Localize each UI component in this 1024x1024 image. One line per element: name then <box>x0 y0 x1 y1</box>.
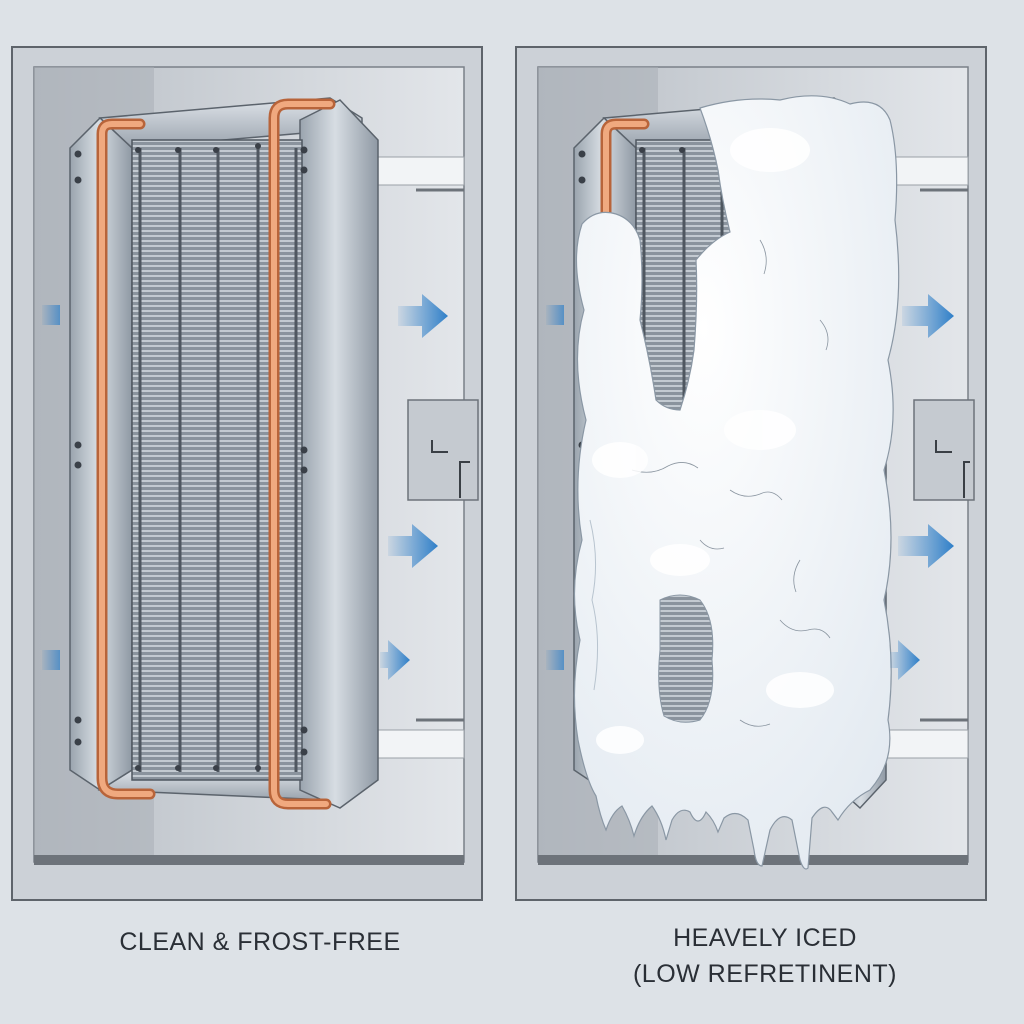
airflow-arrow-icon <box>380 640 410 680</box>
airflow-arrow-icon <box>546 305 564 670</box>
ice-buildup <box>573 95 900 870</box>
copper-pipe <box>96 98 336 810</box>
caption-clean-text: CLEAN & FROST-FREE <box>119 928 401 956</box>
caption-iced-line2: (LOW REFRETINENT) <box>632 960 898 988</box>
evaporator-coil <box>69 97 379 809</box>
airflow-arrow-icon <box>902 294 954 338</box>
airflow-arrow-icon <box>898 524 954 568</box>
panel-clean <box>11 46 483 901</box>
caption-iced: HEAVELY ICED (LOW REFRETINENT) <box>530 920 1000 992</box>
wall-bracket <box>407 399 479 501</box>
panel-iced <box>515 46 987 901</box>
airflow-arrow-icon <box>890 640 920 680</box>
wall-bracket <box>913 399 975 501</box>
airflow-arrow-icon <box>42 305 60 670</box>
airflow-arrow-icon <box>398 294 448 338</box>
airflow-arrow-icon <box>388 524 438 568</box>
caption-clean: CLEAN & FROST-FREE <box>40 924 480 960</box>
caption-iced-line1: HEAVELY ICED <box>673 924 857 952</box>
